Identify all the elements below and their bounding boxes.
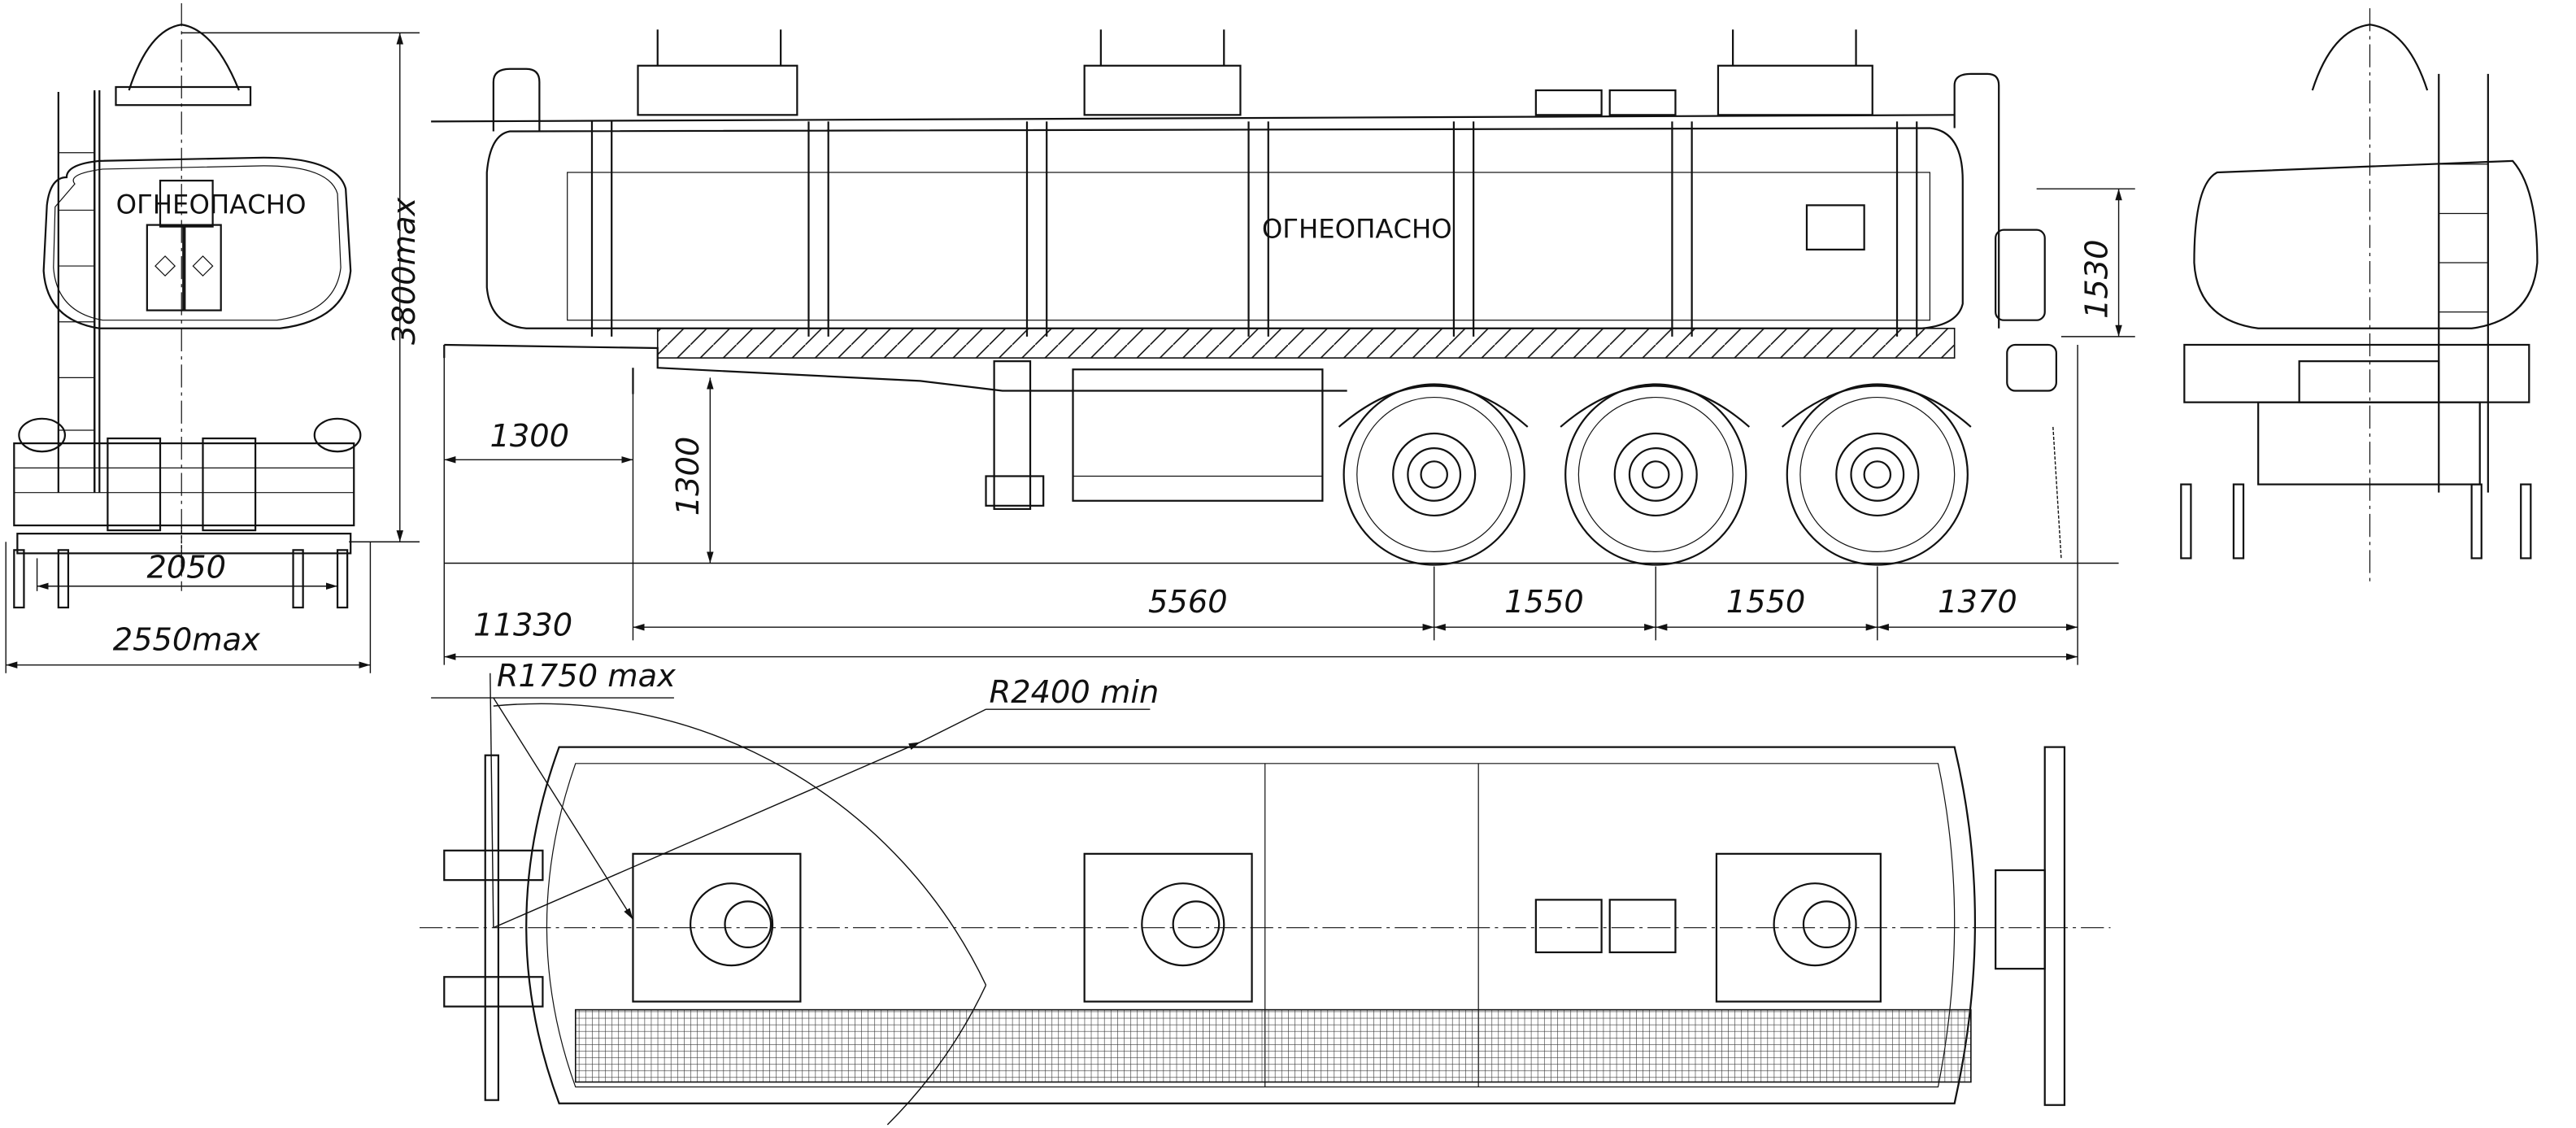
dim-track: 2050 — [36, 550, 338, 591]
dim-axle-spacing-2-label: 1550 — [1726, 584, 1806, 621]
dim-kingpin-axle-label: 5560 — [1148, 584, 1228, 621]
rear-light — [1995, 229, 2046, 321]
front-view: ОГНЕОПАСНО — [5, 3, 423, 673]
front-warning-label: ОГНЕОПАСНО — [116, 189, 307, 220]
side-catwalk — [431, 114, 1955, 123]
side-hatches — [492, 29, 2000, 329]
side-walkway-grating — [656, 327, 1956, 359]
dim-front-radius-label: R1750 max — [497, 658, 677, 695]
side-frame — [444, 343, 1347, 392]
front-cabinet-left — [146, 224, 185, 311]
dim-height: 3800max — [181, 32, 423, 542]
side-plate — [1805, 204, 1865, 250]
wheels — [1338, 383, 1972, 566]
side-warning-label: ОГНЕОПАСНО — [1262, 214, 1452, 245]
dim-width-label: 2550max — [113, 621, 261, 658]
dim-front-overhang-label: 1300 — [490, 418, 569, 455]
dim-track-label: 2050 — [147, 550, 227, 586]
dim-rear-overhang-label: 1370 — [1938, 584, 2017, 621]
dim-fifth-wheel-height: 1300 — [670, 377, 714, 564]
side-stanchions — [590, 121, 1918, 337]
dim-height-label: 3800max — [386, 197, 423, 345]
top-tank-shell — [525, 746, 1977, 1104]
rear-tank-shell — [2193, 159, 2539, 329]
landing-gear — [985, 360, 1045, 510]
top-walkway-grating — [574, 1008, 1972, 1083]
top-view: R1750 max R2400 min — [419, 658, 2111, 1126]
dim-overall-length-label: 11330 — [473, 607, 572, 643]
front-bumper-frame — [13, 442, 355, 527]
dim-turn-radius-label: R2400 min — [990, 674, 1160, 711]
front-plate — [159, 179, 214, 228]
dim-width: 2550max — [5, 542, 372, 673]
toolbox — [1072, 368, 1324, 502]
dim-fifth-wheel-height-label: 1300 — [670, 437, 707, 516]
front-tank-shell — [42, 156, 352, 329]
fifth-wheel-plate — [443, 746, 2066, 1106]
dim-front-overhang: 1300 — [444, 418, 633, 464]
front-dome — [128, 24, 240, 91]
side-view: ОГНЕОПАСНО 1300 1300 — [431, 29, 2135, 665]
side-tank-shell — [485, 127, 1964, 329]
front-cabinet-right — [184, 224, 222, 311]
top-hatches — [632, 852, 1882, 1003]
dim-length-chain: 5560 1550 1550 1370 11330 — [443, 344, 2078, 665]
rear-view — [2180, 8, 2539, 583]
dim-rear-height-label: 1530 — [2078, 239, 2115, 319]
dim-axle-spacing-1-label: 1550 — [1504, 584, 1584, 621]
dim-rear-height: 1530 — [2036, 188, 2135, 338]
